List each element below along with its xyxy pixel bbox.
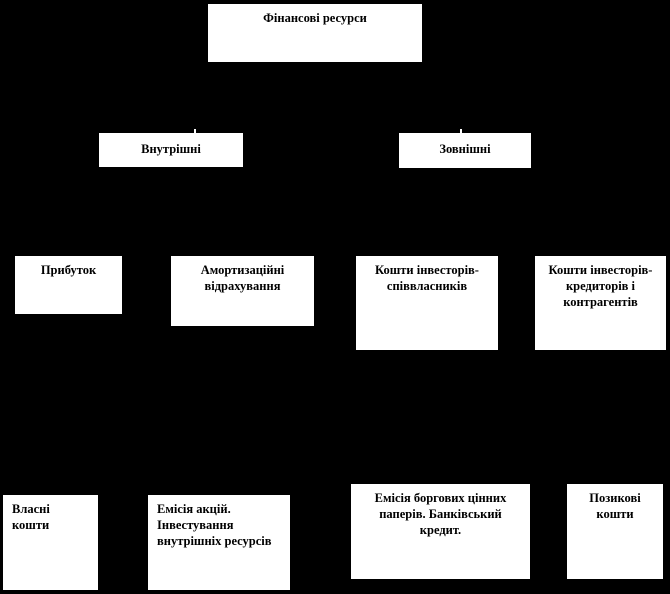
node-external: Зовнішні: [399, 133, 531, 168]
connector-stub: [460, 129, 462, 133]
node-internal: Внутрішні: [99, 133, 243, 167]
node-label: Зовнішні: [439, 142, 491, 156]
node-financial-resources: Фінансові ресурси: [208, 4, 422, 62]
node-investor-creditor-funds: Кошти інвесторів- кредиторів і контраген…: [535, 256, 666, 350]
node-label: Емісія акцій. Інвестування внутрішніх ре…: [157, 502, 272, 548]
node-label: Прибуток: [40, 263, 97, 277]
node-debt-securities: Емісія боргових цінних паперів. Банківсь…: [351, 484, 530, 579]
node-borrowed-funds: Позикові кошти: [567, 484, 663, 579]
node-label: Позикові кошти: [589, 491, 641, 521]
connector-stub: [194, 129, 196, 133]
node-label: Емісія боргових цінних паперів. Банківсь…: [374, 491, 507, 537]
node-label: Амортизаційні відрахування: [200, 263, 285, 293]
node-share-issue: Емісія акцій. Інвестування внутрішніх ре…: [148, 495, 290, 590]
node-own-funds: Власні кошти: [3, 495, 98, 590]
node-label: Кошти інвесторів- кредиторів і контраген…: [548, 263, 653, 309]
node-investor-coowner-funds: Кошти інвесторів- співвласників: [356, 256, 498, 350]
node-label: Власні кошти: [12, 502, 50, 532]
node-label: Внутрішні: [141, 142, 201, 156]
node-profit: Прибуток: [15, 256, 122, 314]
node-depreciation: Амортизаційні відрахування: [171, 256, 314, 326]
node-label: Фінансові ресурси: [263, 11, 367, 25]
node-label: Кошти інвесторів- співвласників: [375, 263, 479, 293]
